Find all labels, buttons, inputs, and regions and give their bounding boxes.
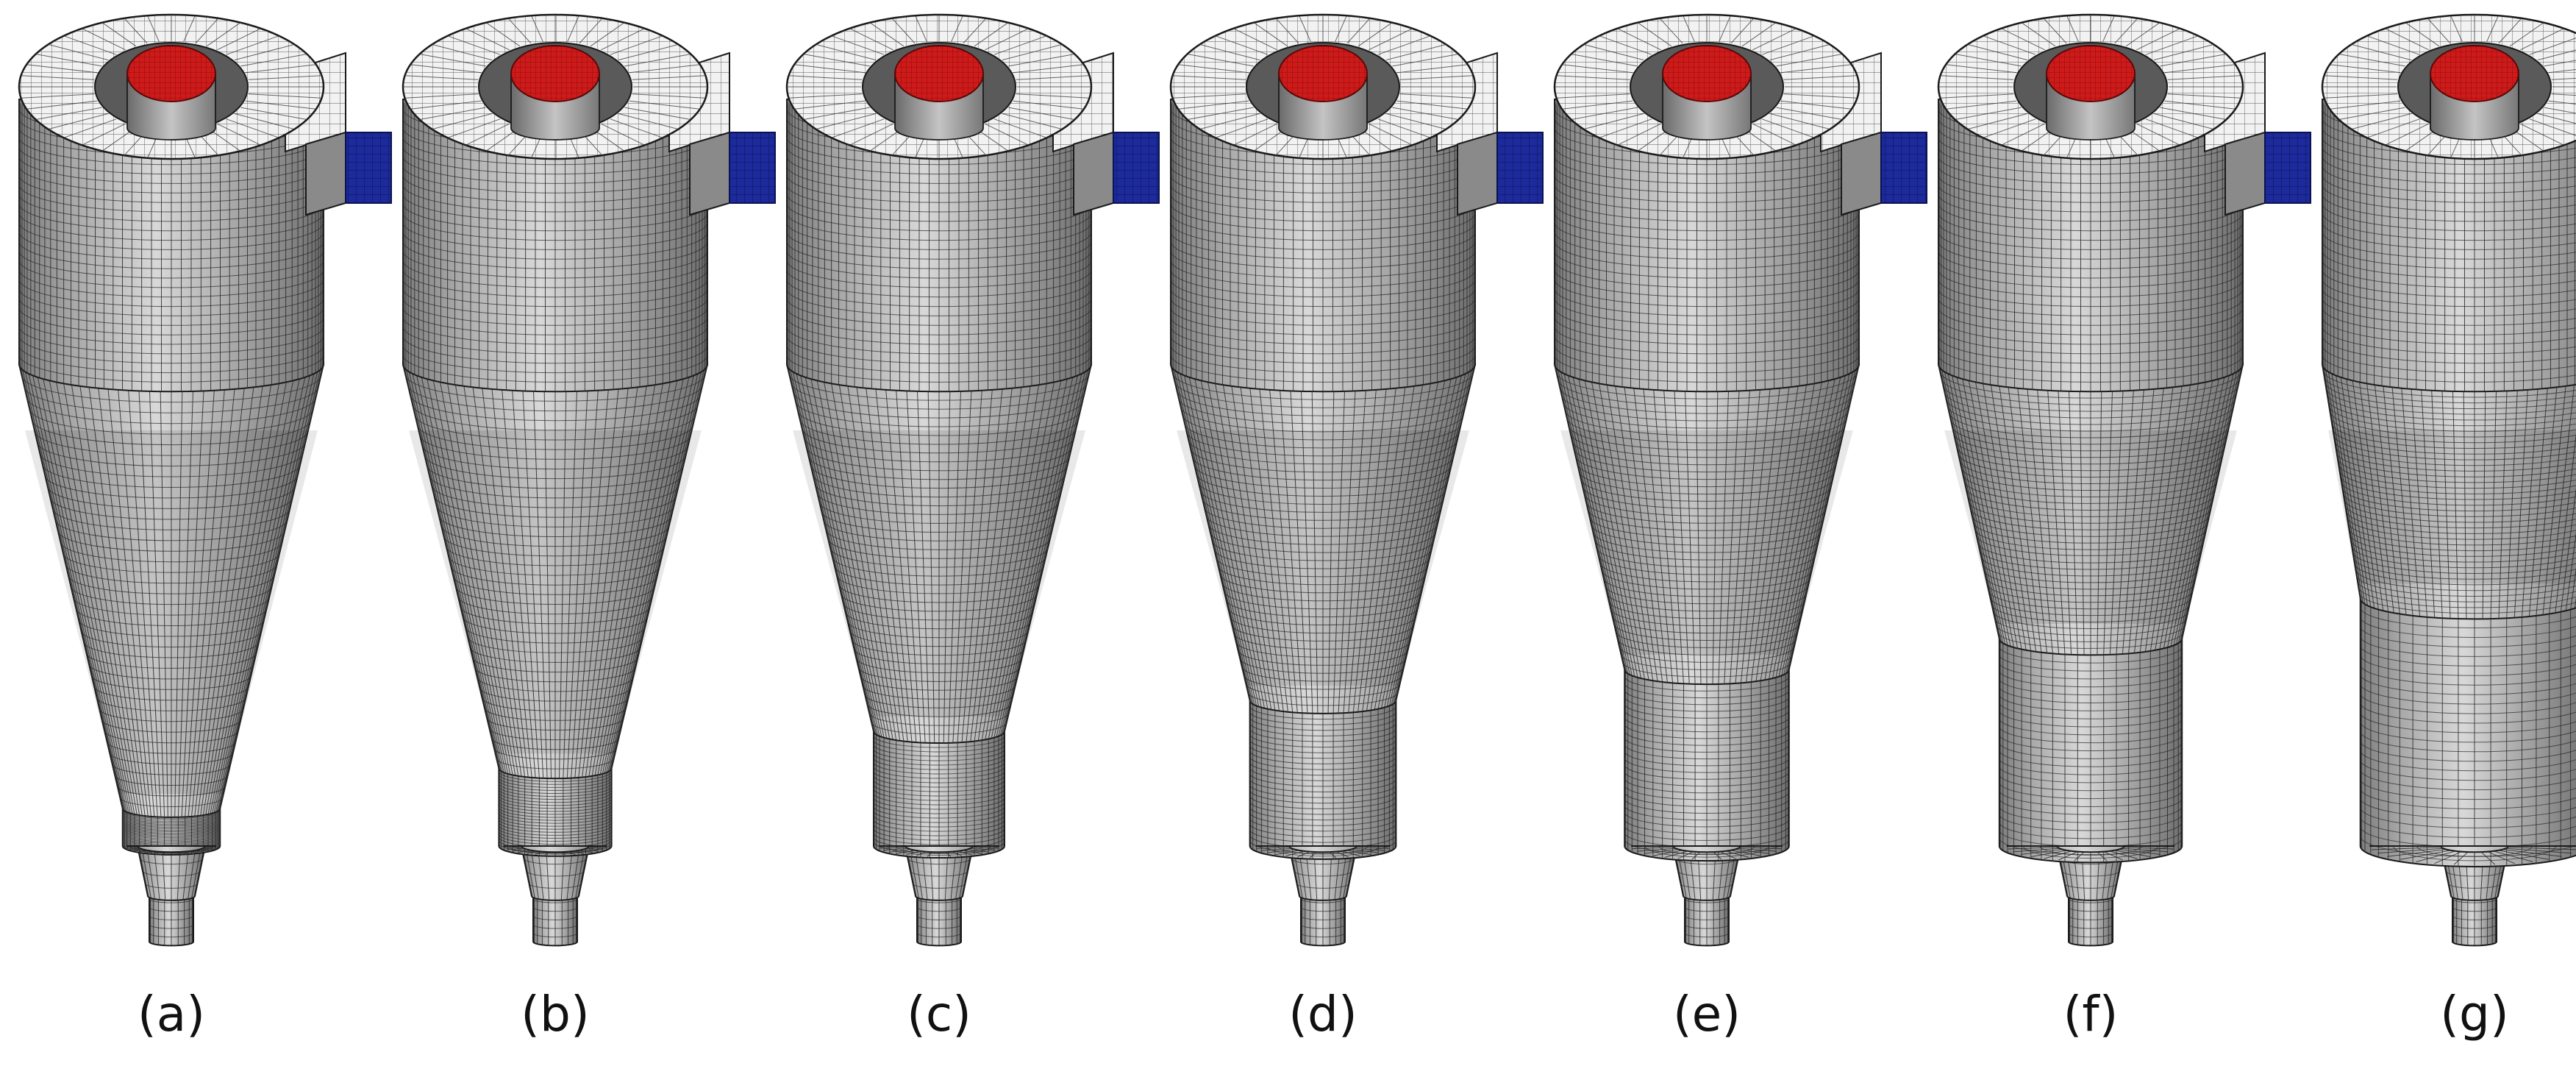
cone-shading (793, 430, 1085, 717)
inlet-face (2264, 132, 2311, 204)
cyclone-mesh-a (18, 13, 392, 947)
cone-shading (1944, 430, 2237, 624)
inlet-duct-side (305, 131, 346, 216)
panel-label-d: (d) (1288, 986, 1357, 1042)
cyclone-mesh-d (1169, 13, 1544, 947)
cyclone-mesh-c (785, 13, 1160, 947)
overflow-outlet-face (2046, 45, 2136, 102)
inlet-face (1113, 132, 1160, 204)
cone-shading (1560, 430, 1853, 655)
overflow-outlet-face (510, 45, 600, 102)
overflow-outlet-face (1662, 45, 1752, 102)
panel-label-g: (g) (2440, 986, 2509, 1042)
inlet-face (729, 132, 776, 204)
cyclone-mesh-f (1937, 13, 2311, 947)
cyclone-mesh-g (2321, 13, 2576, 947)
cyclone-mesh-e (1553, 13, 1927, 947)
panel-label-a: (a) (138, 986, 205, 1042)
overflow-outlet-face (1278, 45, 1368, 102)
inlet-face (1496, 132, 1544, 204)
overflow-outlet-face (894, 45, 984, 102)
panel-label-b: (b) (521, 986, 590, 1042)
panel-label-e: (e) (1672, 986, 1741, 1042)
overflow-outlet-face (2430, 45, 2519, 102)
overflow-outlet-face (126, 45, 216, 102)
inlet-duct-side (1073, 131, 1114, 216)
inlet-duct-side (1457, 131, 1498, 216)
cone-shading (25, 430, 318, 794)
inlet-duct-side (2224, 131, 2266, 216)
cone-shading (409, 430, 702, 754)
inlet-face (345, 132, 392, 204)
cone-shading (1177, 430, 1469, 686)
inlet-duct-side (1841, 131, 1882, 216)
panel-label-c: (c) (907, 986, 971, 1042)
panel-label-f: (f) (2063, 986, 2119, 1042)
inlet-duct-side (689, 131, 730, 216)
inlet-face (1880, 132, 1927, 204)
cone-shading (2328, 430, 2576, 584)
cyclone-mesh-b (402, 13, 776, 947)
